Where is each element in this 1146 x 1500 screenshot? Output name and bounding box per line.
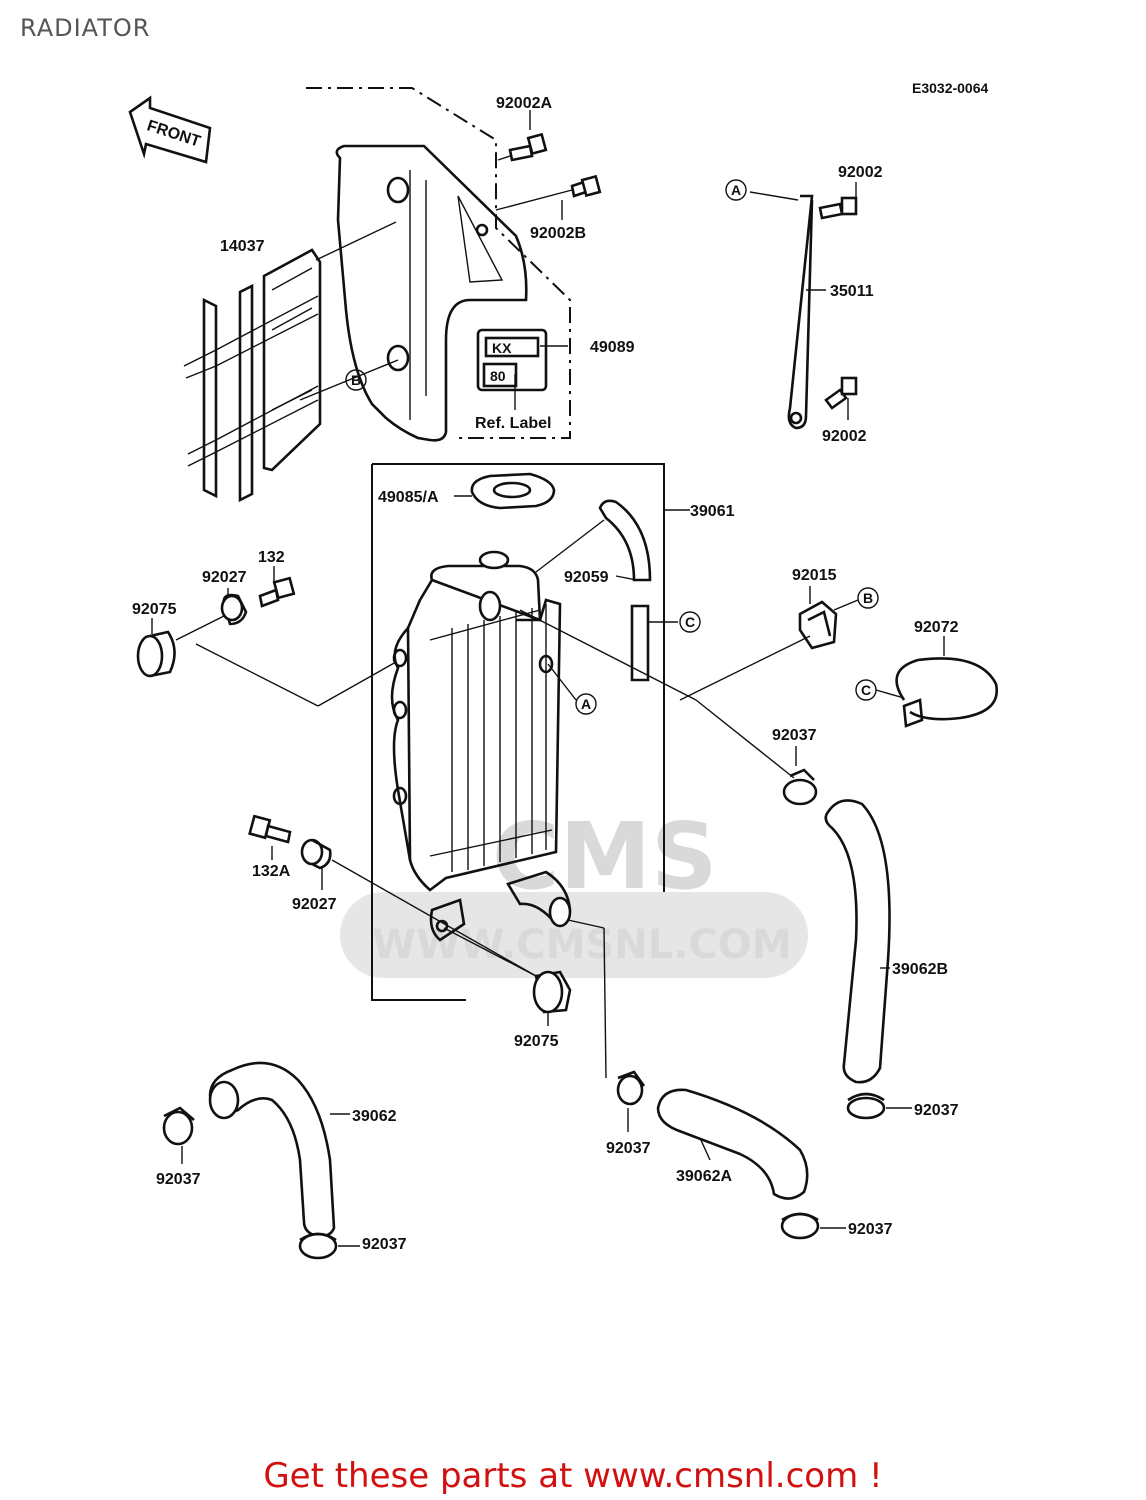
bolt-132 [258, 576, 296, 608]
part-92037-mid: 92037 [772, 727, 817, 744]
band-clamp-92072 [895, 657, 999, 728]
watermark-brand: CMS [492, 803, 717, 910]
callout-c-band: C [861, 682, 871, 698]
part-92075-top: 92075 [132, 601, 177, 618]
part-39062b: 39062B [892, 961, 948, 978]
part-92002b: 92002B [530, 225, 586, 242]
cap-gasket [470, 472, 556, 510]
clamp-92015 [798, 600, 838, 650]
part-39062: 39062 [352, 1108, 397, 1125]
part-92015: 92015 [792, 567, 837, 584]
callout-a-radiator: A [581, 696, 591, 712]
hose-clamp-92037-e [298, 1232, 338, 1260]
part-132a: 132A [252, 863, 291, 880]
callout-letters: A B C B C A [345, 182, 873, 712]
part-92075-low: 92075 [514, 1033, 559, 1050]
part-92037-b: 92037 [606, 1140, 651, 1157]
bolt-92002a [508, 132, 548, 162]
part-39061: 39061 [690, 503, 735, 520]
watermark-url: WWW.CMSNL.COM [372, 922, 792, 968]
callout-a-stay: A [731, 182, 741, 198]
bolt-92002b [570, 174, 602, 198]
part-92037-c: 92037 [848, 1221, 893, 1238]
radiator-stay [787, 194, 858, 430]
hose-clamp-92037-b [616, 1070, 646, 1106]
watermark: CMS WWW.CMSNL.COM [340, 803, 808, 978]
part-92027-low: 92027 [292, 896, 337, 913]
callout-c-hose: C [685, 614, 695, 630]
page-title: RADIATOR [20, 14, 151, 42]
hose-39062a [656, 1088, 809, 1200]
hose-clamp-92037-mid [782, 768, 818, 806]
front-arrow-icon: FRONT [128, 95, 212, 164]
part-92002-bottom: 92002 [822, 428, 867, 445]
footer-link[interactable]: Get these parts at www.cmsnl.com ! [263, 1456, 883, 1496]
radiator-core [390, 550, 572, 942]
part-92059: 92059 [564, 569, 609, 586]
svg-text:80: 80 [490, 368, 506, 384]
radiator-shroud [335, 144, 528, 442]
part-92002-top: 92002 [838, 164, 883, 181]
callout-b-shroud: B [351, 372, 361, 388]
hose-clamp-92037-d [162, 1106, 195, 1146]
svg-text:KX: KX [492, 340, 512, 356]
grommet-92075-top [136, 630, 176, 678]
collar-92027-top [220, 593, 248, 626]
part-92072: 92072 [914, 619, 959, 636]
part-14037: 14037 [220, 238, 265, 255]
kx-label-sticker: KX 80 [476, 328, 548, 392]
part-labels: 92002A 92002B 92002 35011 92002 14037 49… [132, 95, 959, 1253]
grommet-92075-low [532, 970, 572, 1014]
hose-clamp-92037-c [780, 1212, 820, 1240]
part-35011: 35011 [830, 283, 874, 300]
part-92037-e: 92037 [362, 1236, 407, 1253]
callout-b-clamp: B [863, 590, 873, 606]
part-49085a: 49085/A [378, 489, 439, 506]
part-92037-a: 92037 [914, 1102, 959, 1119]
part-39062a: 39062A [676, 1168, 732, 1185]
shroud-outline [306, 87, 571, 439]
overflow-hose [598, 499, 652, 682]
part-132: 132 [258, 549, 285, 566]
radiator-grille [183, 248, 322, 503]
ref-label: Ref. Label [475, 415, 551, 432]
part-92037-d: 92037 [156, 1171, 201, 1188]
bolt-132a [248, 814, 292, 844]
radiator-frame-box [371, 463, 665, 1001]
hose-clamp-92037-a [846, 1092, 886, 1120]
part-92027-top: 92027 [202, 569, 247, 586]
collar-92027-low [300, 838, 332, 870]
diagram-code: E3032-0064 [912, 80, 989, 96]
hose-39062 [208, 1061, 336, 1238]
hose-39062b [824, 799, 891, 1084]
part-92002a: 92002A [496, 95, 552, 112]
part-49089: 49089 [590, 339, 635, 356]
